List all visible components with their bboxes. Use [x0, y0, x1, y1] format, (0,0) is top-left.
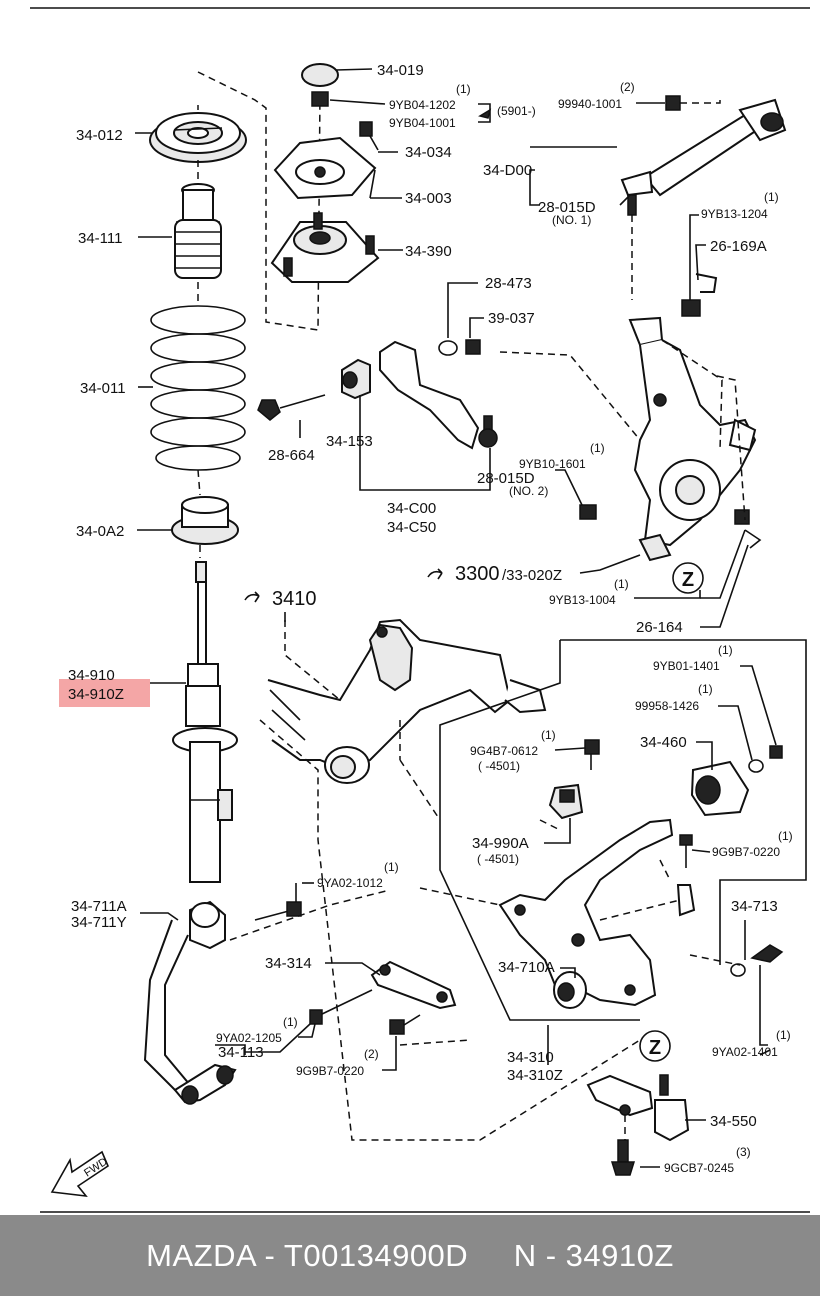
label-34-460: 34-460	[640, 734, 687, 751]
svg-text:Z: Z	[649, 1037, 661, 1059]
part-number-footer: MAZDA - T00134900D N - 34910Z	[0, 1215, 820, 1296]
label-9YA02-1012: 9YA02-1012	[317, 876, 383, 890]
upper-mount-group	[197, 63, 380, 331]
label-9YA02-1401: 9YA02-1401	[712, 1045, 778, 1059]
label-34-711Y: 34-711Y	[71, 914, 127, 931]
svg-text:(1): (1)	[283, 1015, 298, 1029]
label-39-037: 39-037	[488, 310, 535, 327]
z-marker-upper: Z	[672, 562, 704, 594]
label-28-015D-1: 28-015D	[538, 199, 596, 216]
svg-text:(1): (1)	[456, 82, 471, 96]
svg-text:(1): (1)	[764, 190, 779, 204]
svg-text:(1): (1)	[541, 728, 556, 742]
svg-text:/33-020Z: /33-020Z	[502, 567, 562, 584]
label-34-C50: 34-C50	[387, 519, 436, 536]
label-3300: 3300	[455, 563, 500, 585]
lower-arm-box	[439, 639, 807, 1021]
label-34-034: 34-034	[405, 144, 452, 161]
svg-text:(1): (1)	[718, 643, 733, 657]
svg-text:(1): (1)	[590, 441, 605, 455]
label-9YB13-1004: 9YB13-1004	[549, 593, 616, 607]
exploded-parts-diagram: Z Z FWD	[30, 7, 810, 1213]
lower-spring-seat	[171, 496, 239, 545]
label-34-710A: 34-710A	[498, 959, 555, 976]
label-28-473: 28-473	[485, 275, 532, 292]
tension-rod	[257, 339, 597, 520]
label-9YB10-1601: 9YB10-1601	[519, 457, 586, 471]
svg-text:(1): (1)	[698, 682, 713, 696]
label-9YB13-1204: 9YB13-1204	[701, 207, 768, 221]
label-34-D00: 34-D00	[483, 162, 532, 179]
label-34-019: 34-019	[377, 62, 424, 79]
label-28-015D-2: 28-015D	[477, 470, 535, 487]
svg-text:(NO. 2): (NO. 2)	[509, 484, 548, 498]
label-99940-1001: 99940-1001	[558, 97, 622, 111]
label-34-C00: 34-C00	[387, 500, 436, 517]
upper-spring-seat	[149, 112, 247, 163]
label-9G4B7-0612: 9G4B7-0612	[470, 744, 538, 758]
label-34-390: 34-390	[405, 243, 452, 260]
ball-joint	[586, 1074, 690, 1176]
lower-link	[143, 900, 302, 1105]
upper-arm	[620, 95, 787, 300]
label-34-713: 34-713	[731, 898, 778, 915]
fwd-arrow-icon: FWD	[50, 1150, 110, 1198]
coil-spring	[150, 305, 246, 471]
label-34-113: 34-113	[218, 1044, 264, 1061]
part-highlight	[59, 679, 150, 707]
svg-text:(NO. 1): (NO. 1)	[552, 213, 591, 227]
label-9YA02-1205: 9YA02-1205	[216, 1031, 282, 1045]
label-9G9B7-0220-a: 9G9B7-0220	[712, 845, 780, 859]
label-34-314: 34-314	[265, 955, 312, 972]
label-34-111: 34-111	[78, 230, 122, 247]
label-3410: 3410	[272, 588, 317, 610]
part-labels: 34-019 (1) 9YB04-1202 9YB04-1001 (5901-)…	[68, 62, 793, 1175]
svg-text:(3): (3)	[736, 1145, 751, 1159]
label-34-0A2: 34-0A2	[76, 523, 124, 540]
shock-absorber	[172, 561, 238, 883]
label-9YB04-1202: 9YB04-1202	[389, 98, 456, 112]
label-34-711A: 34-711A	[71, 898, 127, 915]
label-34-011: 34-011	[80, 380, 126, 397]
label-99958-1426: 99958-1426	[635, 699, 699, 713]
label-9YB04-1001: 9YB04-1001	[389, 116, 456, 130]
svg-text:Z: Z	[682, 569, 694, 591]
label-34-990A: 34-990A	[472, 835, 529, 852]
svg-text:(1): (1)	[384, 860, 399, 874]
lower-control-arm	[419, 739, 784, 1009]
label-28-664: 28-664	[268, 447, 315, 464]
label-34-153: 34-153	[326, 433, 373, 450]
z-marker-lower: Z	[639, 1030, 671, 1062]
footer-text: MAZDA - T00134900D N - 34910Z	[146, 1237, 674, 1273]
label-34-910: 34-910	[68, 667, 115, 684]
label-9GCB7-0245: 9GCB7-0245	[664, 1161, 734, 1175]
label-34-003: 34-003	[405, 190, 452, 207]
leader-lines	[135, 68, 777, 1168]
svg-text:(5901-): (5901-)	[497, 104, 536, 118]
label-34-550: 34-550	[710, 1113, 757, 1130]
bump-stopper-boot	[174, 183, 222, 279]
label-9G9B7-0220-b: 9G9B7-0220	[296, 1064, 364, 1078]
svg-text:( -4501): ( -4501)	[477, 852, 519, 866]
svg-text:(1): (1)	[778, 829, 793, 843]
label-34-310: 34-310	[507, 1049, 554, 1066]
svg-text:(2): (2)	[620, 80, 635, 94]
label-34-012: 34-012	[76, 127, 123, 144]
svg-text:(1): (1)	[776, 1028, 791, 1042]
svg-text:(2): (2)	[364, 1047, 379, 1061]
steering-knuckle	[499, 273, 762, 562]
stabilizer-bracket	[309, 960, 457, 1035]
label-34-310Z: 34-310Z	[507, 1067, 563, 1084]
label-9YB01-1401: 9YB01-1401	[653, 659, 720, 673]
label-26-169A: 26-169A	[710, 238, 767, 255]
label-26-164: 26-164	[636, 619, 683, 636]
label-34-910Z: 34-910Z	[68, 686, 124, 703]
svg-text:(1): (1)	[614, 577, 629, 591]
reference-arrow-icon	[244, 108, 492, 603]
svg-text:( -4501): ( -4501)	[478, 759, 520, 773]
